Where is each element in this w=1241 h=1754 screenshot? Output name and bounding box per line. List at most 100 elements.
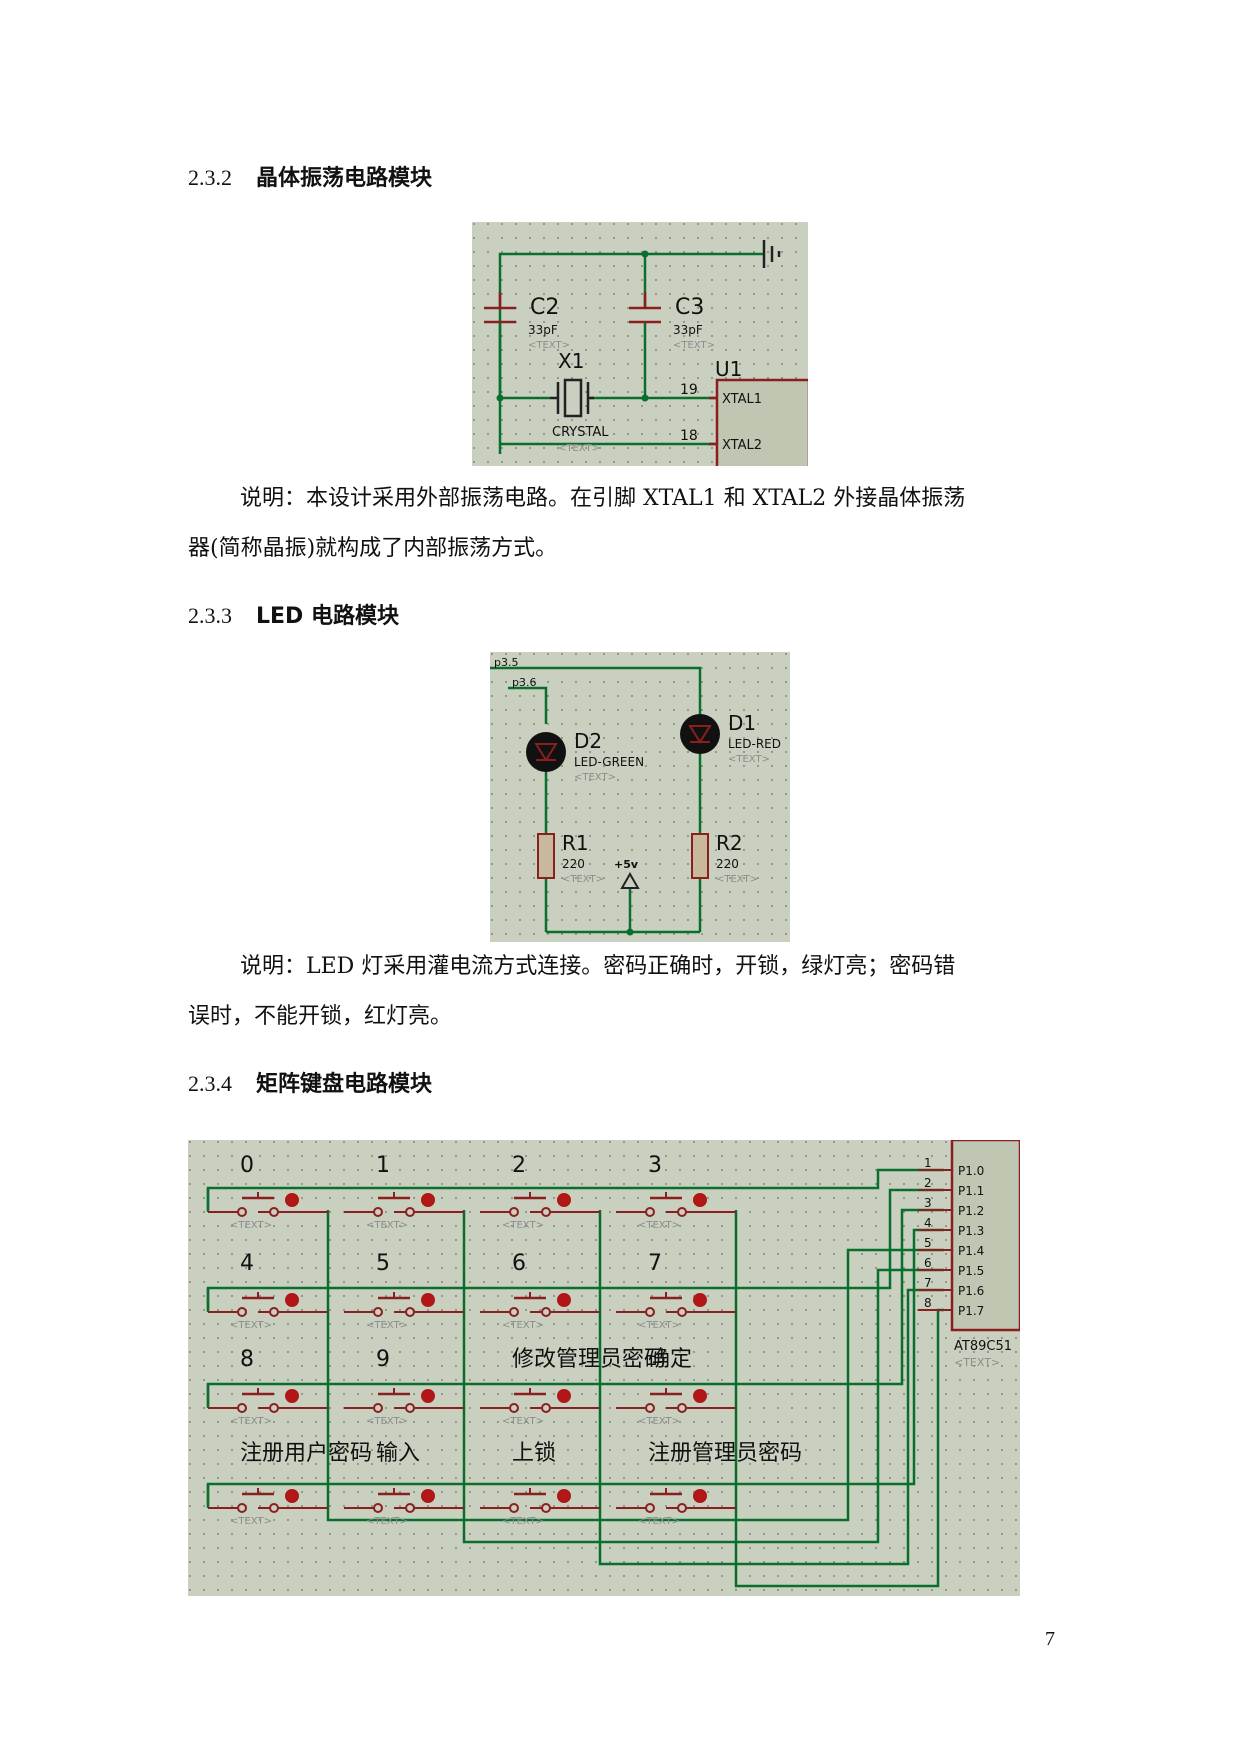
keypad-button: <TEXT> 3 — [616, 1153, 736, 1231]
key-label: 9 — [376, 1347, 390, 1372]
section-title: 晶体振荡电路模块 — [256, 166, 433, 191]
paragraph-line: 说明：本设计采用外部振荡电路。在引脚 XTAL1 和 XTAL2 外接晶体振荡 — [240, 486, 966, 511]
key-label: 5 — [376, 1251, 390, 1276]
keypad-button: <TEXT> 1 — [344, 1153, 464, 1231]
section-heading-2-3-4: 2.3.4 矩阵键盘电路模块 — [188, 1066, 432, 1098]
chip-name: AT89C51 — [954, 1339, 1012, 1354]
key-text-tag: <TEXT> — [366, 1416, 408, 1427]
d1-text-tag: <TEXT> — [728, 754, 770, 765]
led-description: 说明：LED 灯采用灌电流方式连接。密码正确时，开锁，绿灯亮；密码错 误时，不能… — [188, 942, 1058, 1042]
keypad-button: <TEXT> 修改管理员密码 — [480, 1347, 666, 1427]
pin-name: P1.7 — [958, 1304, 984, 1318]
d1-label: D1 — [728, 711, 756, 735]
key-text-tag: <TEXT> — [230, 1416, 272, 1427]
x1-value: CRYSTAL — [552, 425, 609, 440]
key-label: 修改管理员密码 — [512, 1347, 666, 1372]
key-text-tag: <TEXT> — [230, 1220, 272, 1231]
pin-number: 3 — [924, 1196, 932, 1210]
key-label: 6 — [512, 1251, 526, 1276]
pin-name: P1.5 — [958, 1264, 984, 1278]
key-text-tag: <TEXT> — [366, 1220, 408, 1231]
key-text-tag: <TEXT> — [366, 1320, 408, 1331]
chip-text-tag: <TEXT> — [954, 1356, 1000, 1369]
d2-label: D2 — [574, 729, 602, 753]
led-circuit-figure: p3.5 p3.6 D2 LED-GREEN <TEXT> D1 LED-RED… — [490, 652, 790, 942]
pin-number: 1 — [924, 1156, 932, 1170]
at89c51-chip-body — [950, 1140, 1020, 1332]
key-label: 0 — [240, 1153, 254, 1178]
row-to-pin-wire — [736, 1188, 944, 1290]
key-text-tag: <TEXT> — [502, 1220, 544, 1231]
crystal-oscillator-schematic: C2 33pF <TEXT> C3 33pF <TEXT> X1 CRYSTAL… — [472, 222, 808, 466]
xtal2-pin: XTAL2 — [722, 438, 762, 453]
paragraph-line: 说明：LED 灯采用灌电流方式连接。密码正确时，开锁，绿灯亮；密码错 — [240, 954, 956, 979]
c2-text-tag: <TEXT> — [528, 340, 570, 351]
keypad-button: <TEXT> 2 — [480, 1153, 600, 1231]
c3-label: C3 — [675, 295, 704, 320]
keypad-button: <TEXT>上锁 — [480, 1441, 600, 1527]
crystal-description: 说明：本设计采用外部振荡电路。在引脚 XTAL1 和 XTAL2 外接晶体振荡 … — [188, 474, 1058, 574]
p35-label: p3.5 — [494, 656, 518, 669]
pin-name: P1.3 — [958, 1224, 984, 1238]
keypad-button: <TEXT> 8 — [208, 1347, 328, 1427]
d1-value: LED-RED — [728, 737, 781, 751]
section-number: 2.3.3 — [188, 603, 232, 628]
keypad-button: <TEXT> 6 — [480, 1251, 600, 1331]
section-number: 2.3.4 — [188, 1071, 232, 1096]
key-text-tag: <TEXT> — [502, 1320, 544, 1331]
r1-text-tag: <TEXT> — [562, 874, 604, 885]
key-text-tag: <TEXT> — [502, 1416, 544, 1427]
keypad-button: <TEXT> 0 — [208, 1153, 328, 1231]
keypad-button: <TEXT>7 — [616, 1251, 736, 1331]
section-title: LED 电路模块 — [256, 604, 399, 629]
paragraph-line: 误时，不能开锁，红灯亮。 — [188, 1004, 453, 1029]
c3-value: 33pF — [673, 323, 703, 337]
pin-number: 5 — [924, 1236, 932, 1250]
key-text-tag: <TEXT> — [638, 1220, 680, 1231]
pin-name: P1.2 — [958, 1204, 984, 1218]
row-to-pin-wire — [736, 1168, 944, 1190]
keypad-button: <TEXT> 4 — [208, 1251, 328, 1331]
c2-value: 33pF — [528, 323, 558, 337]
r2-label: R2 — [716, 831, 743, 855]
key-label: 3 — [648, 1153, 662, 1178]
pin18-label: 18 — [680, 428, 698, 444]
key-label: 1 — [376, 1153, 390, 1178]
key-label: 注册用户密码 — [240, 1441, 372, 1466]
p36-label: p3.6 — [512, 676, 536, 689]
x1-label: X1 — [558, 349, 584, 373]
key-text-tag: <TEXT> — [638, 1516, 680, 1527]
key-label: 8 — [240, 1347, 254, 1372]
r2-text-tag: <TEXT> — [716, 874, 758, 885]
keypad-button: <TEXT> 9 — [344, 1347, 464, 1427]
paragraph-line: 器(简称晶振)就构成了内部振荡方式。 — [188, 536, 558, 561]
pin-name: P1.1 — [958, 1184, 984, 1198]
crystal-oscillator-figure: C2 33pF <TEXT> C3 33pF <TEXT> X1 CRYSTAL… — [472, 222, 808, 466]
xtal1-pin: XTAL1 — [722, 392, 762, 407]
section-title: 矩阵键盘电路模块 — [256, 1072, 433, 1097]
pin-number: 7 — [924, 1276, 932, 1290]
d2-value: LED-GREEN — [574, 755, 644, 769]
key-label: 2 — [512, 1153, 526, 1178]
key-label: 确定 — [648, 1347, 692, 1372]
d2-text-tag: <TEXT> — [574, 772, 616, 783]
key-text-tag: <TEXT> — [230, 1320, 272, 1331]
section-heading-2-3-3: 2.3.3 LED 电路模块 — [188, 598, 399, 630]
keypad-button: <TEXT>注册用户密码 — [208, 1441, 372, 1527]
keypad-button: <TEXT>确定 — [616, 1347, 736, 1427]
page-number: 7 — [1045, 1628, 1055, 1650]
pin-name: P1.4 — [958, 1244, 984, 1258]
key-text-tag: <TEXT> — [502, 1516, 544, 1527]
matrix-keypad-schematic: <TEXT>0<TEXT>1<TEXT>2<TEXT>3<TEXT>4<TEXT… — [188, 1140, 1020, 1596]
matrix-keypad-figure: <TEXT>0<TEXT>1<TEXT>2<TEXT>3<TEXT>4<TEXT… — [188, 1140, 1020, 1596]
keypad-button: <TEXT>输入 — [344, 1441, 464, 1527]
pin-name: P1.6 — [958, 1284, 984, 1298]
keypad-button: <TEXT> 5 — [344, 1251, 464, 1331]
key-label: 4 — [240, 1251, 254, 1276]
key-text-tag: <TEXT> — [366, 1516, 408, 1527]
r2-value: 220 — [716, 857, 739, 871]
key-text-tag: <TEXT> — [638, 1320, 680, 1331]
key-label: 注册管理员密码 — [648, 1441, 802, 1466]
r1-label: R1 — [562, 831, 589, 855]
